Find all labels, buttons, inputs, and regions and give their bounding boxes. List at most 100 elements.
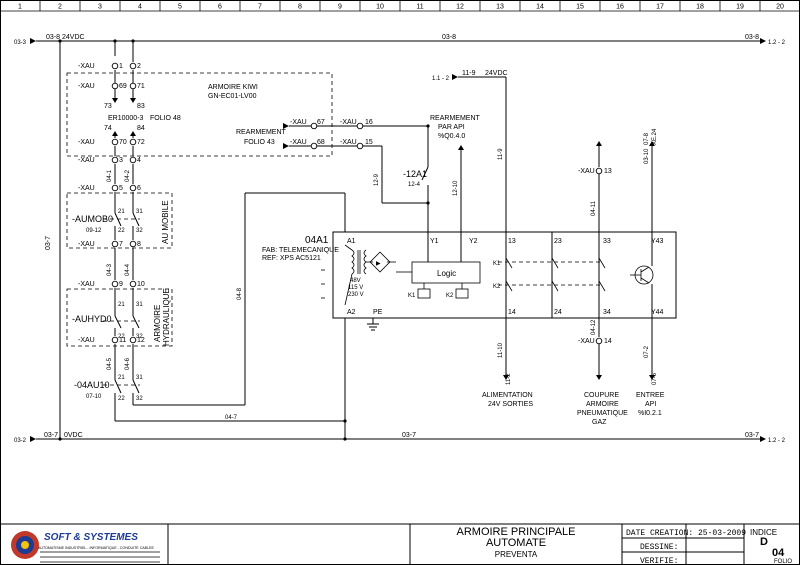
coupure-terminals: -XAU 13 04-11	[578, 141, 612, 232]
rail-bottom-mid-ref: 03-7	[402, 432, 416, 439]
auhyd-label-2: HYDRAULIQUE	[162, 288, 171, 346]
svg-text:-XAU: -XAU	[290, 139, 307, 146]
svg-text:FOLIO 43: FOLIO 43	[244, 139, 275, 146]
svg-text:10: 10	[137, 281, 145, 288]
svg-text:API: API	[645, 401, 656, 408]
rail-top-right-arrow-ref: 1.2 - 2	[768, 40, 786, 46]
rail-0vdc: 03-2 03-7 0VDC 03-7 03-7 1.2 - 2	[14, 432, 786, 444]
svg-text:-XAU: -XAU	[78, 337, 95, 344]
svg-text:115 V: 115 V	[348, 285, 363, 291]
rail-top-left-ref: 03-8	[46, 34, 60, 41]
folio-label: FOLIO	[774, 559, 792, 565]
wire-04-7: 04-7	[225, 415, 238, 421]
svg-text:ALIMENTATION: ALIMENTATION	[482, 392, 533, 399]
svg-text:31: 31	[136, 209, 143, 215]
rail-top-right-ref: 03-8	[745, 34, 759, 41]
svg-text:Y43: Y43	[651, 238, 664, 245]
check-label: VERIFIE:	[640, 557, 678, 565]
auhyd-contacts: 21 22 31 32 -AUHYD0 ARMOIRE HYDRAULIQUE	[72, 288, 171, 346]
column-label-9: 9	[338, 4, 342, 11]
svg-text:-XAU: -XAU	[78, 139, 95, 146]
rail-top-voltage: 24VDC	[62, 34, 85, 41]
k12a1-contact: -12A1 12-4 REARMEMENT PAR API %Q0.4.0 12…	[403, 115, 481, 232]
svg-text:K1: K1	[408, 293, 416, 299]
au04-name: -04AU10	[74, 380, 110, 390]
aumob-ref: 09-12	[86, 228, 102, 234]
terminal-xau-11-12: -XAU 11 12 04-5 04-6	[78, 336, 145, 370]
auhyd-box	[66, 288, 173, 347]
column-label-20: 20	[776, 4, 784, 11]
au04-contacts: 21 22 31 32 -04AU10 07-10	[74, 374, 143, 402]
svg-text:-XAU: -XAU	[340, 119, 357, 126]
date-label: DATE CREATION:	[626, 529, 693, 538]
svg-text:22: 22	[118, 334, 125, 340]
svg-text:21: 21	[118, 209, 125, 215]
output-coupure: -XAU 14 04-12 COUPURE ARMOIRE PNEUMATIQU…	[577, 318, 628, 426]
column-label-7: 7	[258, 4, 262, 11]
svg-text:COUPURE: COUPURE	[584, 392, 619, 399]
svg-text:13: 13	[508, 238, 516, 245]
svg-text:24VDC: 24VDC	[485, 70, 508, 77]
rail-top-left-arrow-ref: 03-3	[14, 40, 27, 46]
folio-value: 04	[772, 547, 785, 559]
svg-text:04-3: 04-3	[107, 263, 113, 276]
module-ref: REF: XPS AC5121	[262, 255, 321, 262]
svg-text:K2: K2	[493, 284, 501, 290]
svg-text:14: 14	[508, 309, 516, 316]
terminal-xau-1-2: -XAU 1 2	[78, 62, 141, 70]
column-label-11: 11	[416, 4, 423, 11]
svg-text:74: 74	[104, 125, 112, 132]
column-label-18: 18	[696, 4, 704, 11]
column-label-17: 17	[656, 4, 664, 11]
svg-text:15: 15	[365, 139, 373, 146]
svg-text:71: 71	[137, 83, 145, 90]
terminal-xau-70-72: 74 84 -XAU 70 72	[78, 125, 145, 146]
auhyd-name: -AUHYD0	[72, 314, 112, 324]
drawn-label: DESSINE:	[640, 543, 678, 552]
rail-bottom-voltage: 0VDC	[64, 432, 83, 439]
column-label-13: 13	[496, 4, 504, 11]
svg-text:-XAU: -XAU	[340, 139, 357, 146]
svg-text:Logic: Logic	[437, 269, 456, 278]
svg-text:13: 13	[604, 168, 612, 175]
title-line1: ARMOIRE PRINCIPALE	[457, 526, 576, 538]
svg-text:11-10: 11-10	[498, 342, 504, 358]
svg-text:11: 11	[119, 337, 126, 344]
svg-text:7: 7	[119, 241, 123, 248]
svg-text:PAR API: PAR API	[438, 124, 465, 131]
svg-text:22: 22	[118, 396, 125, 402]
svg-text:48V: 48V	[350, 278, 361, 284]
svg-text:12: 12	[137, 337, 145, 344]
svg-text:32: 32	[136, 228, 143, 234]
column-label-2: 2	[58, 4, 62, 11]
svg-text:XE.24: XE.24	[652, 128, 658, 145]
column-label-14: 14	[536, 4, 544, 11]
rail-top-mid-ref: 03-8	[442, 34, 456, 41]
aumob-label: AU MOBILE	[161, 200, 170, 244]
index-label: INDICE	[750, 528, 777, 537]
rail-bottom-left-ref: 03-7	[44, 432, 58, 439]
svg-text:32: 32	[136, 334, 143, 340]
module-fab: FAB: TELEMECANIQUE	[262, 247, 339, 254]
index-value: D	[760, 536, 768, 548]
column-label-19: 19	[736, 4, 744, 11]
svg-text:%Q0.4.0: %Q0.4.0	[438, 133, 465, 140]
svg-text:REARMEMENT: REARMEMENT	[236, 129, 287, 136]
wire-03-7-label: 03-7	[45, 236, 52, 250]
api-supply: 1.1 - 2 11-9 24VDC 11-9	[432, 70, 508, 232]
api-input-top: 07-8 XE.24 03-10	[644, 128, 658, 232]
column-label-10: 10	[376, 4, 384, 11]
svg-text:-XAU: -XAU	[78, 157, 95, 164]
svg-text:03-10: 03-10	[644, 148, 650, 164]
svg-text:ARMOIRE: ARMOIRE	[586, 401, 619, 408]
svg-text:04-12: 04-12	[591, 319, 597, 335]
svg-text:REARMEMENT: REARMEMENT	[430, 115, 481, 122]
column-label-3: 3	[98, 4, 102, 11]
svg-text:12-9: 12-9	[374, 173, 380, 186]
svg-text:04-6: 04-6	[125, 357, 131, 370]
svg-text:-XAU: -XAU	[78, 83, 95, 90]
column-label-16: 16	[616, 4, 624, 11]
svg-text:32: 32	[136, 396, 143, 402]
